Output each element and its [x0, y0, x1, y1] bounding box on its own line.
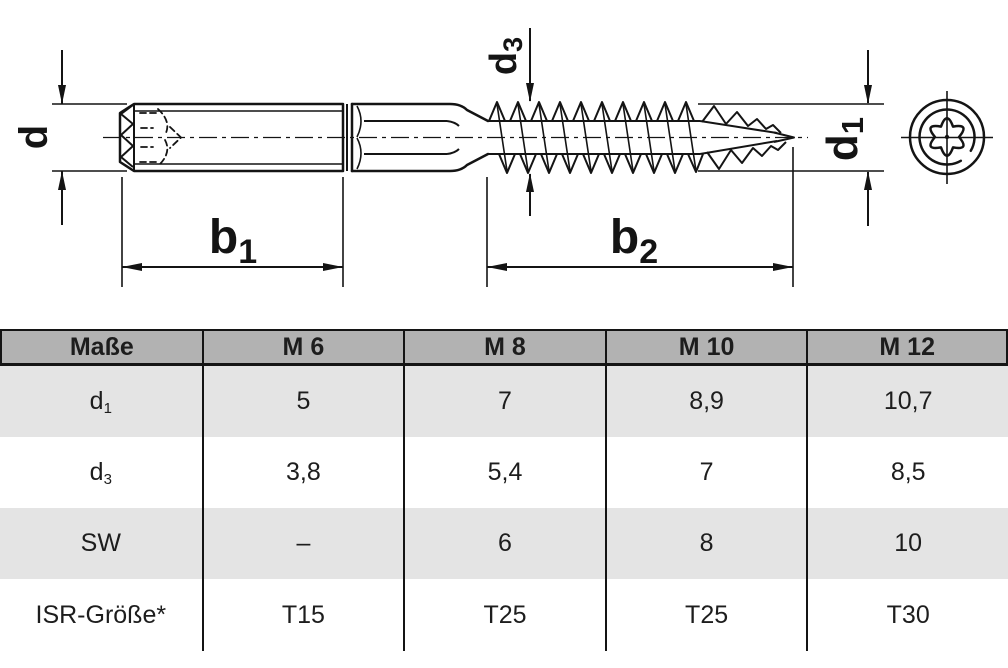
machine-thread-section — [118, 102, 348, 173]
dim-label-d: d — [12, 125, 56, 149]
dim-label-b2: b2 — [610, 211, 658, 271]
wood-thread-section — [487, 101, 795, 174]
center-dot — [944, 134, 950, 140]
table-cell: – — [201, 508, 404, 579]
table-cell: 10,7 — [806, 366, 1008, 437]
outer-circle — [908, 98, 986, 176]
dim-label-b1: b1 — [209, 211, 257, 271]
table-cell: T30 — [806, 579, 1008, 651]
dimension-d: d — [12, 50, 127, 225]
inner-thread-circle — [918, 108, 976, 166]
table-header-masse: Maße — [0, 329, 202, 366]
end-view — [901, 91, 993, 184]
hidden-socket-lines — [139, 108, 183, 167]
table-cell: 6 — [403, 508, 605, 579]
dimension-d1: d1 — [698, 50, 884, 226]
table-cell: T15 — [201, 579, 404, 651]
screw-tip — [699, 105, 795, 170]
table-cell: 7 — [403, 366, 605, 437]
table-cell: 8,5 — [806, 437, 1008, 508]
table-cell: T25 — [604, 579, 807, 651]
table-cell: 8 — [604, 508, 807, 579]
table-header-m6: M 6 — [201, 329, 404, 366]
table-header-m12: M 12 — [806, 329, 1008, 366]
dimension-b1: b1 — [121, 177, 344, 287]
dimension-d3: d3 — [483, 28, 534, 216]
dimension-b2: b2 — [486, 147, 794, 287]
hanger-bolt-technical-drawing: d b1 b2 d3 d1 — [12, 28, 993, 287]
dim-label-d1: d1 — [818, 117, 870, 161]
table-cell: 5,4 — [403, 437, 605, 508]
table-cell: 8,9 — [604, 366, 807, 437]
table-header-m8: M 8 — [403, 329, 605, 366]
table-cell: 5 — [201, 366, 404, 437]
table-cell: 10 — [806, 508, 1008, 579]
row-label-sw: SW — [0, 508, 202, 579]
table-header-m10: M 10 — [604, 329, 807, 366]
table-cell: 3,8 — [201, 437, 404, 508]
table-cell: 7 — [604, 437, 807, 508]
table-cell: T25 — [403, 579, 605, 651]
hex-shoulder-section — [350, 102, 490, 173]
row-label-isr-groesse: ISR-Größe* — [0, 579, 202, 651]
dim-label-d3: d3 — [483, 37, 528, 75]
torx-socket-icon — [929, 117, 965, 157]
